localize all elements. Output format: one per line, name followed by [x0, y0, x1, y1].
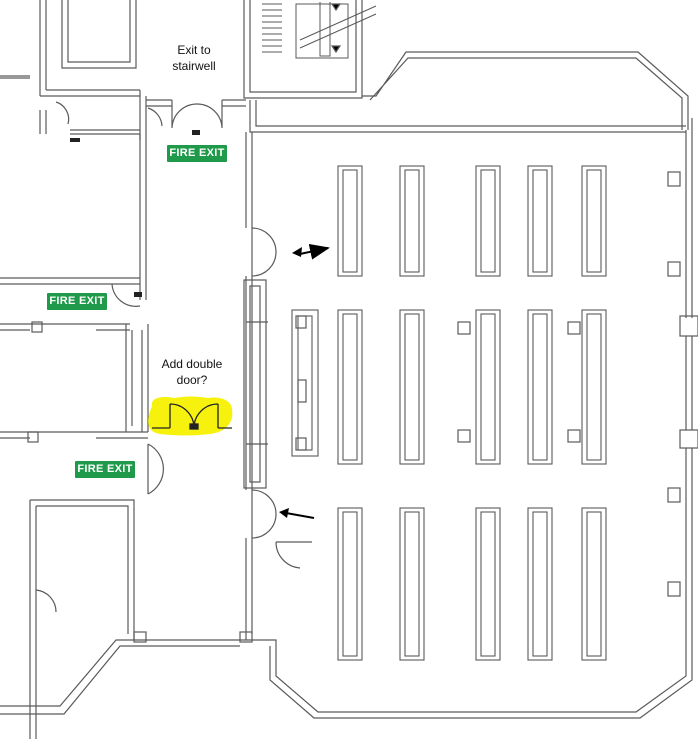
wall [245, 276, 253, 490]
column [27, 431, 39, 443]
add-double-door-note: Add double door? [161, 357, 223, 387]
wall [61, 0, 137, 69]
exit-door-icon [134, 292, 142, 297]
direction-arrow-icon [279, 508, 289, 518]
wall [139, 134, 147, 300]
wall [0, 323, 130, 331]
wall [0, 431, 148, 439]
door-swing [147, 443, 164, 495]
wall [0, 75, 30, 79]
door-swing [55, 101, 70, 125]
outlet [567, 321, 581, 335]
wall [246, 321, 268, 445]
duct [243, 279, 267, 489]
stairwell-wall [243, 0, 363, 99]
direction-arrow-icon [299, 243, 330, 260]
outlet [567, 429, 581, 443]
wall [39, 110, 140, 135]
column [679, 429, 698, 449]
exterior-wall [0, 639, 693, 719]
door-swing [111, 283, 141, 307]
door-swing [35, 589, 57, 613]
wall [0, 277, 140, 285]
outlet [667, 487, 681, 503]
panel [297, 379, 307, 403]
stairwell-icon [262, 2, 377, 59]
exit-door-icon [192, 130, 200, 135]
direction-arrow-icon [285, 512, 315, 519]
door-swing [171, 100, 223, 129]
column [239, 631, 253, 643]
outlet [457, 429, 471, 443]
proposed-double-door-highlight [148, 396, 233, 436]
outlet [667, 581, 681, 597]
exit-to-stairwell-note: Exit to stairwell [172, 43, 216, 73]
wall [146, 99, 246, 107]
wall [30, 499, 135, 640]
outlet [457, 321, 471, 335]
wall [39, 0, 140, 97]
fire-exit-sign-top: FIRE EXIT [167, 145, 227, 162]
outlet [667, 261, 681, 277]
door-swing [147, 107, 163, 127]
outlet [667, 171, 681, 187]
wall [245, 538, 253, 640]
column [679, 315, 698, 337]
column [133, 631, 147, 643]
exit-door-icon [152, 403, 232, 430]
duct [249, 285, 261, 483]
column [31, 321, 43, 333]
exterior-wall [249, 100, 686, 133]
outlet [295, 315, 307, 329]
outlet [295, 437, 307, 451]
fire-exit-sign-lower: FIRE EXIT [75, 461, 135, 478]
exterior-wall [685, 118, 693, 640]
wall [139, 90, 147, 140]
direction-arrow-icon [292, 247, 302, 257]
door-swing [251, 489, 277, 539]
shelving [291, 165, 607, 661]
wall [245, 132, 253, 228]
wall [29, 500, 37, 739]
wall [125, 324, 149, 432]
stair-arrow [330, 3, 342, 54]
door-swing [275, 541, 312, 569]
exterior-wall [362, 51, 689, 130]
fire-exit-sign-left: FIRE EXIT [47, 293, 107, 310]
door-swing [251, 227, 277, 277]
exit-door-icon [70, 138, 80, 142]
